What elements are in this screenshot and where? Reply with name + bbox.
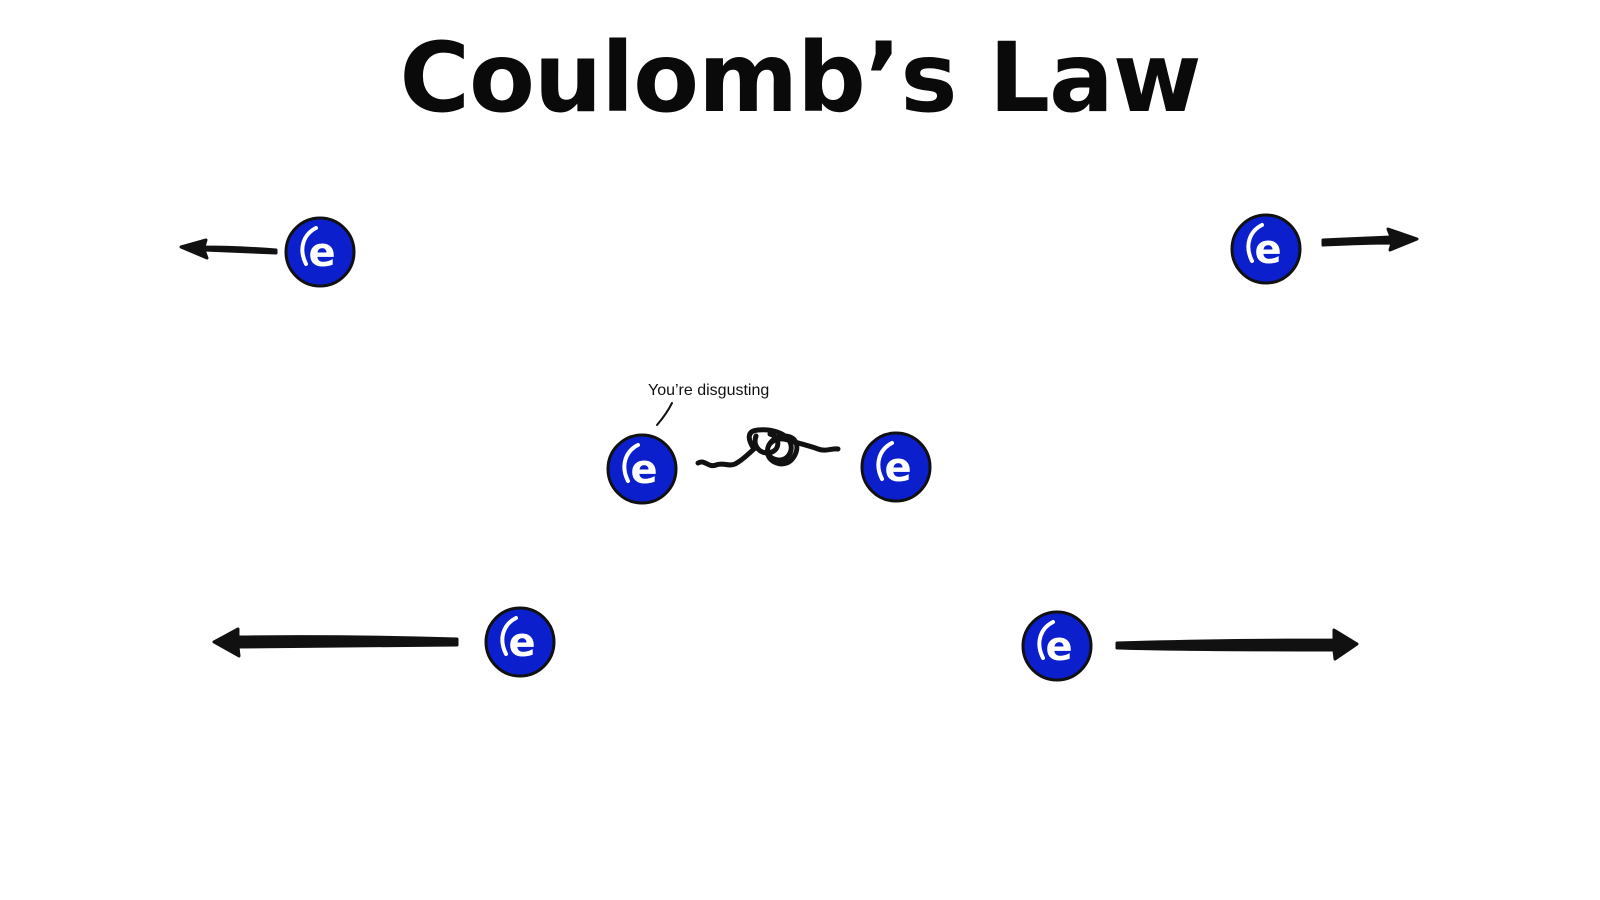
arrow-left-icon — [212, 627, 459, 658]
electron-top-left: e — [284, 216, 356, 288]
electron-middle-left: e — [606, 433, 678, 505]
electron-label: e — [630, 447, 657, 493]
electron-middle-right: e — [860, 431, 932, 503]
speech-bubble-text: You’re disgusting — [648, 382, 769, 399]
speech-pointer — [656, 402, 673, 426]
electron-bottom-left: e — [484, 606, 556, 678]
electron-top-right: e — [1230, 213, 1302, 285]
arrow-right-icon — [1321, 227, 1419, 252]
electron-label: e — [1045, 624, 1072, 670]
arrow-right-icon — [1115, 628, 1359, 661]
electron-label: e — [1254, 227, 1281, 273]
electron-label: e — [508, 620, 535, 666]
scribble-tangle-icon — [695, 427, 841, 469]
electron-bottom-right: e — [1021, 610, 1093, 682]
arrow-left-icon — [179, 238, 278, 260]
scribble-loop — [752, 431, 781, 456]
slide-title: Coulomb’s Law — [399, 22, 1201, 134]
electron-label: e — [308, 230, 335, 276]
electron-label: e — [884, 445, 911, 491]
